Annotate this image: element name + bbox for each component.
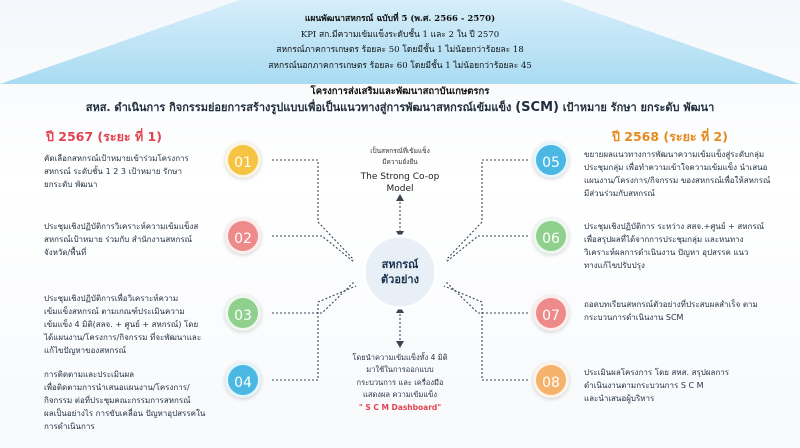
step-03-line: เข้มแข็งสหกรณ์ ตามเกณฑ์ประเมินความ [44,307,185,316]
bottom-note-line: แสดงผล ความเข้มแข็ง [363,390,437,400]
roof-text: แผนพัฒนาสหกรณ์ ฉบับที่ 5 (พ.ศ. 2566 - 25… [200,12,600,74]
step-05-line: ประชุมกลุ่ม เพื่อทำความเข้าใจความเข้มแข็… [584,163,768,172]
hub-line: สหกรณ์ [381,258,419,271]
step-06-line: เพื่อสรุปผลที่ได้จากการประชุมกลุ่ม และหน… [584,235,744,244]
step-06-line: วิเคราะห์ผลการดำเนินงาน ปัญหา อุปสรรค แน… [584,248,749,257]
year-right-heading: ปี 2568 (ระยะ ที่ 2) [612,129,728,144]
step-06-text: ประชุมเชิงปฏิบัติการ ระหว่าง สสจ.+ศูนย์ … [584,220,798,272]
bottom-note-line: มาใช้ในการออกแบบ [366,365,434,375]
year-left-heading: ปี 2567 (ระยะ ที่ 1) [46,129,162,144]
nonagri-target: สหกรณ์นอกภาคการเกษตร ร้อยละ 60 โดยมีชั้น… [268,60,532,71]
model-english-line: Model [386,184,414,194]
step-01-text: คัดเลือกสหกรณ์เป้าหมายเข้าร่วมโครงการ สห… [44,152,234,191]
step-03-line: แก้ไขปัญหาของสหกรณ์ [44,346,127,355]
subtitle-suffix: เป้าหมาย รักษา ยกระดับ พัฒนา [562,101,715,114]
step-02-line: ประชุมเชิงปฏิบัติการวิเคราะห์ความเข้มแข็… [44,222,199,231]
step-03-line: เข้มแข็ง 4 มิติ(สลจ. + ศูนย์ + สหกรณ์) โ… [44,320,199,329]
step-05-line: มีส่วนร่วมกับสหกรณ์ [584,189,655,198]
subtitle: สหส. ดำเนินการ กิจกรรมย่อยการสร้างรูปแบบ… [0,98,800,116]
step-06-line: ประชุมเชิงปฏิบัติการ ระหว่าง สสจ.+ศูนย์ … [584,222,765,231]
step-01-line: คัดเลือกสหกรณ์เป้าหมายเข้าร่วมโครงการ [44,154,189,163]
step-01-badge: 01 [225,142,261,178]
model-thai-line: มีความยั่งยืน [382,158,418,166]
step-02-line: จังหวัด/พื้นที่ [44,248,87,257]
step-03-line: ประชุมเชิงปฏิบัติการเพื่อวิเคราะห์ความ [44,294,179,303]
step-04-text: การติดตามและประเมินผล เพื่อติดตามการนำเส… [44,368,234,433]
step-07-line: กระบวนการดำเนินงาน SCM [584,313,684,322]
step-06-line: ทางแก้ไขปรับปรุง [584,261,645,270]
model-english-label: The Strong Co-op Model [340,171,460,195]
link-08 [443,285,528,381]
step-08-line: ดำเนินงานตามกระบวนการ S C M [584,381,704,390]
bottom-note-line: โดยนำความเข้มแข็งทั้ง 4 มิติ [352,353,448,362]
step-07-line: ถอดบทเรียนสหกรณ์ตัวอย่างที่ประสบผลสำเร็จ… [584,300,758,309]
arrow-down-bottom [396,341,404,348]
step-04-line: การติดตามและประเมินผล [44,370,135,379]
model-thai-line: เป็นสหกรณ์ที่เข้มแข็ง [370,147,430,155]
roof-banner [0,0,800,84]
step-05-badge: 05 [533,142,569,178]
step-08-line: ประเมินผลโครงการ โดย สหส. สรุปผลการ [584,368,730,377]
arrow-up-top [396,194,404,201]
link-03 [272,281,355,314]
hub-label: สหกรณ์ ตัวอย่าง [360,257,440,287]
bottom-note-line: กระบวนการ และ เครื่องมือ [356,377,444,387]
subtitle-scm: (SCM) [515,100,559,115]
step-01-line: สหกรณ์ ระดับชั้น 1 2 3 เป้าหมาย รักษา [44,167,182,176]
link-01 [272,159,355,261]
scm-dashboard-label: " S C M Dashboard" [358,402,442,412]
step-04-line: การดำเนินการ [44,422,95,431]
step-05-text: ขยายผลแนวทางการพัฒนาความเข้มแข็งสู่ระดับ… [584,148,798,200]
project-title: โครงการส่งเสริมและพัฒนาสถาบันเกษตรกร [310,86,490,97]
step-01-line: ยกระดับ พัฒนา [44,180,98,189]
link-02 [272,235,355,263]
model-thai-label: เป็นสหกรณ์ที่เข้มแข็ง มีความยั่งยืน [340,146,460,168]
step-05-line: ขยายผลแนวทางการพัฒนาความเข้มแข็งสู่ระดับ… [584,150,765,159]
step-02-text: ประชุมเชิงปฏิบัติการวิเคราะห์ความเข้มแข็… [44,220,234,259]
bottom-note: โดยนำความเข้มแข็งทั้ง 4 มิติ มาใช้ในการอ… [330,352,470,414]
step-05-line: แผนงาน/โครงการ/กิจกรรม ของสหกรณ์เพื่อให้… [584,176,771,185]
hub-circle [362,234,438,310]
step-03-text: ประชุมเชิงปฏิบัติการเพื่อวิเคราะห์ความ เ… [44,292,234,357]
step-08-text: ประเมินผลโครงการ โดย สหส. สรุปผลการ ดำเน… [584,366,798,405]
link-06 [445,235,528,263]
subtitle-prefix: สหส. ดำเนินการ กิจกรรมย่อยการสร้างรูปแบบ… [85,101,512,114]
link-05 [445,159,528,261]
step-08-line: และนำเสนอผู้บริหาร [584,394,655,403]
step-07-text: ถอดบทเรียนสหกรณ์ตัวอย่างที่ประสบผลสำเร็จ… [584,298,798,324]
step-04-badge: 04 [225,362,261,398]
step-02-line: สหกรณ์เป้าหมาย ร่วมกับ สำนักงานสหกรณ์ [44,235,193,244]
kpi-line: KPI สก.มีความเข้มแข็งระดับชั้น 1 และ 2 ใ… [300,29,500,40]
step-04-line: ผลเป็นอย่างไร การขับเคลื่อน ปัญหาอุปสรรค… [44,409,206,418]
agri-target: สหกรณ์ภาคการเกษตร ร้อยละ 50 โดยมีชั้น 1 … [276,45,524,56]
step-06-badge: 06 [533,218,569,254]
step-02-badge: 02 [225,218,261,254]
step-03-badge: 03 [225,295,261,331]
roof-shape [0,0,800,84]
step-04-line: เพื่อติดตามการนำเสนอแผนงาน/โครงการ/ [44,383,190,392]
step-04-line: กิจกรรม ต่อที่ประชุมคณะกรรมการสหกรณ์ [44,396,191,405]
hub-line: ตัวอย่าง [381,273,419,286]
plan-title: แผนพัฒนาสหกรณ์ ฉบับที่ 5 (พ.ศ. 2566 - 25… [304,14,496,24]
model-english-line: The Strong Co-op [360,172,440,182]
step-03-line: ได้แผนงาน/โครงการ/กิจกรรม ที่จะพัฒนาและ [44,333,202,342]
step-08-badge: 08 [533,362,569,398]
link-07 [445,281,528,314]
link-04 [272,285,357,381]
step-07-badge: 07 [533,295,569,331]
